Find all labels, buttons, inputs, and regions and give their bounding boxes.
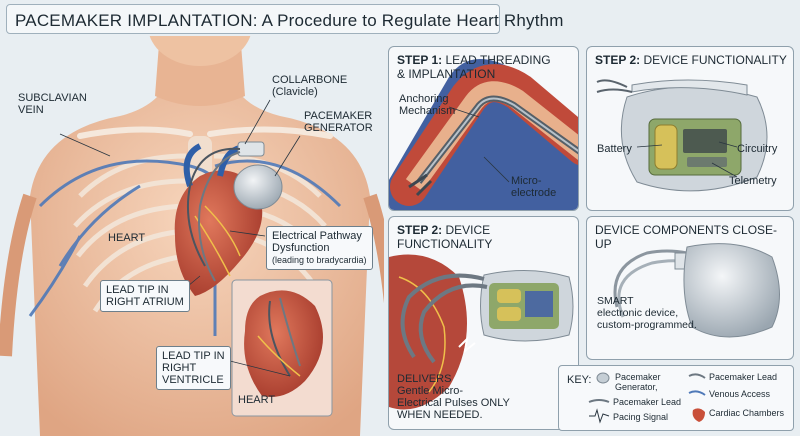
head-shape: [149, 36, 251, 66]
key-title: KEY:: [567, 374, 592, 386]
key-lead2: Pacemaker Lead: [709, 372, 778, 382]
page-title: PACEMAKER IMPLANTATION: A Procedure to R…: [15, 11, 564, 30]
collarbone-label: COLLARBONE(Clavicle): [272, 74, 348, 98]
micro-electrode-label: Micro-electrode: [511, 175, 557, 199]
heart-inset-label: HEART: [238, 394, 276, 406]
panel4-title: DEVICE COMPONENTS CLOSE-UP: [595, 223, 778, 251]
heart-label: HEART: [108, 232, 146, 244]
key-pacing: Pacing Signal: [613, 412, 669, 422]
torso-illustration: [0, 36, 384, 436]
device-closeup-illustration: [613, 243, 780, 338]
panel3-title: STEP 2: DEVICE FUNCTIONALITY: [397, 223, 493, 251]
pulse-delivery-illustration: [389, 254, 574, 410]
venous-network: [28, 159, 342, 336]
key-chambers-icon: [692, 408, 705, 422]
key-venous-icon: [688, 390, 706, 396]
key-symbols: [588, 372, 706, 424]
device-internals-illustration: [596, 79, 768, 192]
key-venous: Venous Access: [709, 389, 771, 399]
battery-label: Battery: [597, 143, 632, 155]
telemetry-label: Telemetry: [729, 175, 777, 187]
key-lead2-icon: [688, 373, 706, 379]
circuitry-label: Circuitry: [737, 143, 778, 155]
key-lead-icon: [588, 399, 610, 403]
key-pacing-icon: [589, 408, 610, 424]
panel1-title: STEP 1: LEAD THREADING& IMPLANTATION: [397, 53, 551, 81]
lead-threading-illustration: [389, 59, 578, 210]
pacemaker-generator: [233, 164, 283, 210]
key-generator-icon: [596, 372, 610, 384]
key-chambers: Cardiac Chambers: [709, 408, 785, 418]
key-lead: Pacemaker Lead: [613, 397, 682, 407]
panel-device-functionality: STEP 2: DEVICE FUNCTIONALITY Battery Cir…: [586, 46, 794, 211]
pacemaker-lead: [186, 147, 241, 267]
panel-lead-threading: STEP 1: LEAD THREADING& IMPLANTATION Anc…: [388, 46, 579, 211]
inset-heart: [244, 290, 323, 397]
panel2-title: STEP 2: DEVICE FUNCTIONALITY: [595, 53, 787, 67]
page-title-bar: PACEMAKER IMPLANTATION: A Procedure to R…: [6, 4, 563, 34]
